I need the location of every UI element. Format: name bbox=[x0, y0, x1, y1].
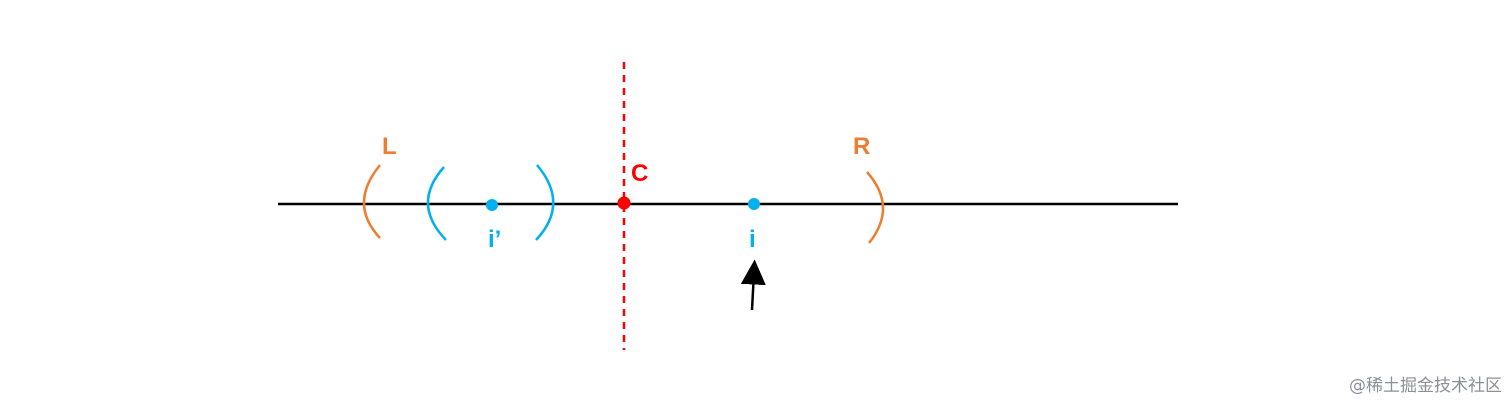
label-center: C bbox=[631, 160, 648, 187]
label-left-bound: L bbox=[382, 133, 397, 160]
mirror-left-arc bbox=[426, 166, 447, 241]
left-bound-arc bbox=[362, 164, 381, 239]
label-right-bound: R bbox=[853, 133, 870, 160]
mirror-right-arc bbox=[535, 164, 555, 241]
point-i bbox=[748, 198, 760, 210]
point-i-mirror bbox=[486, 199, 498, 211]
center-point bbox=[617, 196, 631, 210]
pointer-arrow bbox=[740, 259, 766, 311]
watermark: @稀土掘金技术社区 bbox=[1349, 376, 1502, 396]
right-bound-arc bbox=[866, 171, 885, 244]
label-point-i: i bbox=[749, 226, 756, 253]
label-point-i-mirror: i’ bbox=[488, 226, 501, 253]
